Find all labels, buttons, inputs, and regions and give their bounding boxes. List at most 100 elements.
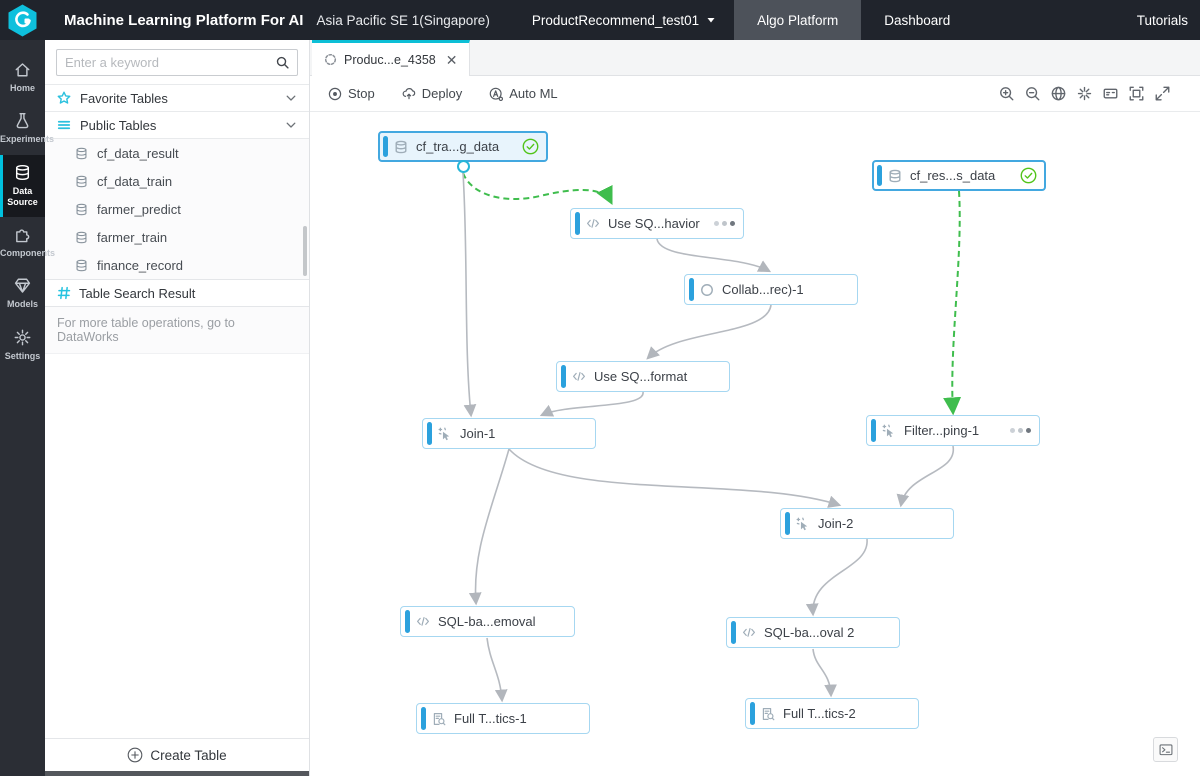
search-area: [45, 40, 309, 85]
globe-button[interactable]: [1051, 86, 1066, 101]
magic-icon: [882, 424, 894, 437]
table-icon: [76, 175, 87, 187]
globe-icon: [1051, 86, 1066, 101]
node-status-running: [708, 221, 735, 226]
auto-ml-button[interactable]: Auto ML: [489, 86, 558, 101]
stop-icon: [328, 87, 342, 100]
search-button[interactable]: [267, 56, 297, 69]
nav-algo-platform[interactable]: Algo Platform: [734, 0, 862, 40]
sidebar-item-models[interactable]: Models: [0, 268, 45, 319]
search-input[interactable]: [57, 55, 267, 70]
sidebar-item-home[interactable]: Home: [0, 52, 45, 103]
node-output-port[interactable]: [456, 160, 470, 173]
edge-n10-n12: [812, 648, 837, 698]
deploy-button[interactable]: Deploy: [402, 86, 462, 101]
fit-view-button[interactable]: [1129, 86, 1144, 101]
table-icon: [76, 203, 87, 215]
table-icon: [76, 147, 87, 159]
sidebar-item-label: Models: [6, 299, 38, 310]
tab-strip: Produc...e_4358 ✕: [310, 40, 1200, 76]
node-label: Filter...ping-1: [904, 423, 980, 438]
node-type-bar: [405, 610, 410, 633]
experiment-tab[interactable]: Produc...e_4358 ✕: [312, 40, 471, 76]
sidebar-item-label: Data Source: [7, 185, 38, 207]
console-button[interactable]: [1153, 737, 1178, 762]
edge-n5-n6: [539, 391, 644, 417]
stop-button[interactable]: Stop: [328, 86, 375, 101]
sidebar-item-experiments[interactable]: Experiments: [0, 103, 54, 154]
node-label: Join-1: [460, 426, 496, 441]
table-item[interactable]: cf_data_result: [45, 139, 309, 167]
datasource-icon: [15, 164, 30, 180]
zoom-in-button[interactable]: [999, 86, 1014, 101]
dag-node-n8[interactable]: Join-2: [780, 508, 954, 539]
sidebar-item-components[interactable]: Components: [0, 217, 55, 268]
nav-dashboard[interactable]: Dashboard: [884, 12, 951, 28]
sidebar-item-settings[interactable]: Settings: [0, 320, 45, 371]
table-list: cf_data_result cf_data_train farmer_predic…: [45, 139, 309, 279]
search-icon: [276, 56, 289, 69]
sidebar-item-data-source[interactable]: Data Source: [0, 154, 45, 217]
node-type-bar: [561, 365, 566, 388]
dag-node-n9[interactable]: SQL-ba...emoval: [400, 606, 575, 637]
dag-node-n12[interactable]: Full T...tics-2: [745, 698, 919, 729]
chevron-down-icon[interactable]: [285, 92, 297, 104]
node-label: SQL-ba...oval 2: [764, 625, 855, 640]
region-selector[interactable]: Asia Pacific SE 1(Singapore): [316, 12, 490, 28]
dag-node-n7[interactable]: Filter...ping-1: [866, 415, 1040, 446]
node-status-success: [522, 138, 539, 155]
fullscreen-button[interactable]: [1155, 86, 1170, 101]
automl-icon: [489, 87, 504, 101]
section-public-tables[interactable]: Public Tables: [45, 112, 309, 139]
create-table-button[interactable]: Create Table: [45, 738, 309, 771]
hash-icon: [57, 286, 71, 300]
dataworks-note: For more table operations, go to DataWor…: [45, 307, 309, 354]
edge-n3-n4: [656, 238, 772, 273]
toolbar-button-label: Auto ML: [509, 86, 558, 101]
table-name: farmer_predict: [97, 201, 181, 217]
zoom-in-icon: [1000, 87, 1014, 101]
project-selector[interactable]: ProductRecommend_test01: [532, 13, 716, 28]
minimap-button[interactable]: [1103, 86, 1118, 101]
table-item[interactable]: finance_record: [45, 251, 309, 279]
dag-node-n5[interactable]: Use SQ...format: [556, 361, 730, 392]
dag-node-n2[interactable]: cf_res...s_data: [872, 160, 1046, 191]
code-icon: [573, 371, 585, 381]
table-name: cf_data_result: [97, 145, 179, 161]
home-icon: [15, 63, 30, 77]
tutorials-link[interactable]: Tutorials: [1136, 12, 1188, 28]
dag-node-n6[interactable]: Join-1: [422, 418, 596, 449]
adjust-button[interactable]: [1077, 86, 1092, 101]
settings-icon: [14, 329, 31, 345]
dag-node-n4[interactable]: Collab...rec)-1: [684, 274, 858, 305]
table-icon: [76, 259, 87, 271]
dag-node-n10[interactable]: SQL-ba...oval 2: [726, 617, 900, 648]
app-header: Machine Learning Platform For AI Asia Pa…: [0, 0, 1200, 40]
app-title: Machine Learning Platform For AI: [64, 11, 304, 29]
edge-n1-n6: [462, 172, 477, 418]
panel-hscrollbar[interactable]: [45, 771, 309, 776]
dag-node-n1[interactable]: cf_tra...g_data: [378, 131, 548, 162]
table-item[interactable]: farmer_predict: [45, 195, 309, 223]
app-logo[interactable]: [0, 0, 45, 40]
check-icon: [522, 138, 539, 155]
table-item[interactable]: farmer_train: [45, 223, 309, 251]
terminal-icon: [1159, 743, 1172, 755]
node-label: SQL-ba...emoval: [438, 614, 536, 629]
tables-panel: Favorite Tables Public Tables cf_data_re…: [45, 40, 310, 776]
zoom-out-button[interactable]: [1025, 86, 1040, 101]
chevron-down-icon[interactable]: [285, 119, 297, 131]
dag-node-n11[interactable]: Full T...tics-1: [416, 703, 590, 734]
toolbar-button-label: Stop: [348, 86, 375, 101]
panel-scrollbar[interactable]: [303, 226, 307, 276]
table-search-result[interactable]: Table Search Result: [45, 279, 309, 307]
tab-label: Produc...e_4358: [344, 52, 436, 67]
dag-node-n3[interactable]: Use SQ...havior: [570, 208, 744, 239]
close-icon[interactable]: ✕: [445, 51, 458, 68]
edge-n6-n8: [508, 448, 842, 508]
table-item[interactable]: cf_data_train: [45, 167, 309, 195]
section-favorite-tables[interactable]: Favorite Tables: [45, 85, 309, 112]
table-name: farmer_train: [97, 229, 168, 245]
node-label: Full T...tics-1: [454, 711, 527, 726]
